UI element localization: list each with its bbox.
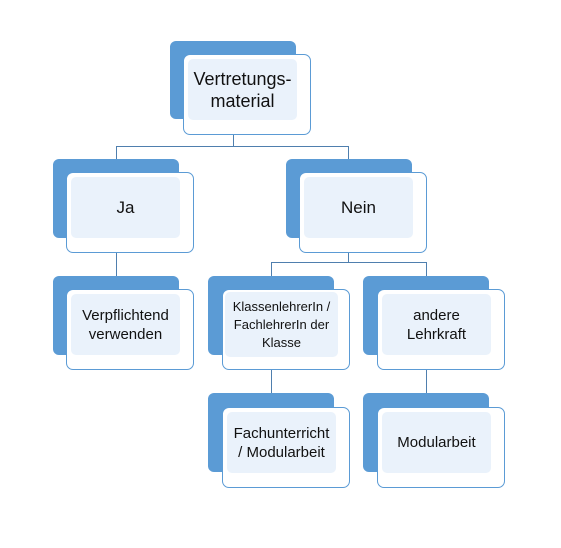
node-label-vertretungsmaterial: Vertretungs- material — [193, 68, 292, 111]
node-fachunterricht-modularbeit: Fachunterricht / Modularbeit — [208, 393, 350, 488]
node-modularbeit: Modularbeit — [363, 393, 505, 488]
node-inner-shape: Vertretungs- material — [188, 59, 297, 120]
node-front-shape: andere Lehrkraft — [377, 289, 505, 370]
node-front-shape: KlassenlehrerIn / FachlehrerIn der Klass… — [222, 289, 350, 370]
node-label-verpflichtend-verwenden: Verpflichtend verwenden — [82, 306, 169, 343]
node-verpflichtend-verwenden: Verpflichtend verwenden — [53, 276, 194, 370]
node-front-shape: Fachunterricht / Modularbeit — [222, 407, 350, 488]
node-vertretungsmaterial: Vertretungs- material — [170, 41, 311, 135]
node-front-shape: Ja — [66, 172, 194, 253]
node-klassenlehrerin: KlassenlehrerIn / FachlehrerIn der Klass… — [208, 276, 350, 370]
connector-to-ja — [116, 146, 117, 160]
node-label-nein: Nein — [341, 198, 376, 217]
node-front-shape: Modularbeit — [377, 407, 505, 488]
connector-root-down — [233, 134, 234, 147]
node-label-ja: Ja — [116, 198, 135, 217]
node-inner-shape: Nein — [304, 177, 413, 238]
connector-to-andere — [426, 262, 427, 276]
connector-to-nein — [348, 146, 349, 160]
connector-to-klassenlehrer — [271, 262, 272, 276]
connector-root-horizontal — [116, 146, 349, 147]
node-inner-shape: Modularbeit — [382, 412, 491, 473]
node-inner-shape: andere Lehrkraft — [382, 294, 491, 355]
node-ja: Ja — [53, 159, 194, 253]
node-label-andere-lehrkraft: andere Lehrkraft — [406, 306, 467, 343]
node-andere-lehrkraft: andere Lehrkraft — [363, 276, 505, 370]
node-nein: Nein — [286, 159, 427, 253]
connector-nein-down — [348, 252, 349, 263]
node-front-shape: Verpflichtend verwenden — [66, 289, 194, 370]
connector-klassenlehrer-to-fachunterricht — [271, 369, 272, 393]
node-inner-shape: Fachunterricht / Modularbeit — [227, 412, 336, 473]
node-front-shape: Vertretungs- material — [183, 54, 311, 135]
connector-nein-horizontal — [271, 262, 427, 263]
node-label-klassenlehrerin: KlassenlehrerIn / FachlehrerIn der Klass… — [232, 298, 331, 350]
node-label-fachunterricht-modularbeit: Fachunterricht / Modularbeit — [233, 424, 330, 461]
connector-andere-to-modularbeit — [426, 369, 427, 393]
node-label-modularbeit: Modularbeit — [397, 434, 476, 451]
node-inner-shape: Ja — [71, 177, 180, 238]
node-inner-shape: Verpflichtend verwenden — [71, 294, 180, 355]
connector-ja-to-verpflichtend — [116, 238, 117, 276]
node-front-shape: Nein — [299, 172, 427, 253]
node-inner-shape: KlassenlehrerIn / FachlehrerIn der Klass… — [225, 292, 338, 357]
